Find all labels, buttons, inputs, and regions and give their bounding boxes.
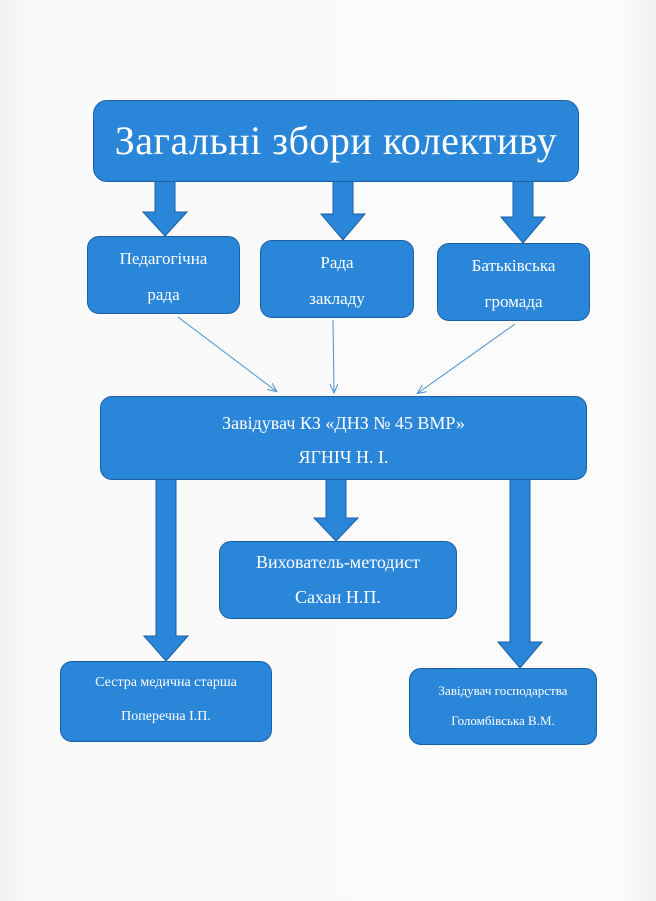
head-title: Завідувач КЗ «ДНЗ № 45 ВМР» (222, 413, 465, 433)
block-arrow-to-methodist (312, 477, 360, 542)
block-arrow-to-parents (499, 179, 547, 244)
senior-nurse-name: Поперечна І.П. (121, 709, 211, 724)
thin-arrow-parents-head (418, 323, 516, 393)
housekeeping-head-box: Завідувач господарства Голомбівська В.М. (409, 668, 597, 745)
block-arrow-to-housekeeping (496, 477, 544, 669)
block-arrow-to-pedagogical (141, 179, 189, 237)
methodist-box: Вихователь-методист Сахан Н.П. (219, 541, 457, 619)
thin-arrow-pedagogical-head (177, 316, 276, 391)
methodist-title: Вихователь-методист (256, 552, 420, 572)
parents-community-box: Батьківська громада (437, 243, 590, 321)
thin-arrow-institution-head (333, 319, 334, 392)
senior-nurse-box: Сестра медична старша Поперечна І.П. (60, 661, 272, 742)
general-meeting-label: Загальні збори колективу (114, 118, 558, 163)
methodist-name: Сахан Н.П. (295, 587, 381, 607)
block-arrow-to-nurse (142, 477, 190, 662)
housekeeping-head-name: Голомбівська В.М. (451, 713, 555, 728)
institution-council-label-2: закладу (309, 289, 365, 308)
general-meeting-box: Загальні збори колективу (93, 100, 579, 182)
senior-nurse-title: Сестра медична старша (95, 675, 237, 690)
institution-council-box: Рада закладу (260, 240, 414, 318)
institution-council-label-1: Рада (320, 253, 354, 272)
parents-community-label-2: громада (484, 292, 543, 311)
pedagogical-council-label-2: рада (147, 285, 180, 304)
block-arrow-to-institution (319, 179, 367, 241)
parents-community-label-1: Батьківська (471, 256, 556, 275)
housekeeping-head-title: Завідувач господарства (438, 683, 568, 698)
head-box: Завідувач КЗ «ДНЗ № 45 ВМР» ЯГНІЧ Н. І. (100, 396, 587, 480)
head-name: ЯГНІЧ Н. І. (298, 447, 389, 467)
pedagogical-council-label-1: Педагогічна (119, 249, 208, 268)
pedagogical-council-box: Педагогічна рада (87, 236, 240, 314)
